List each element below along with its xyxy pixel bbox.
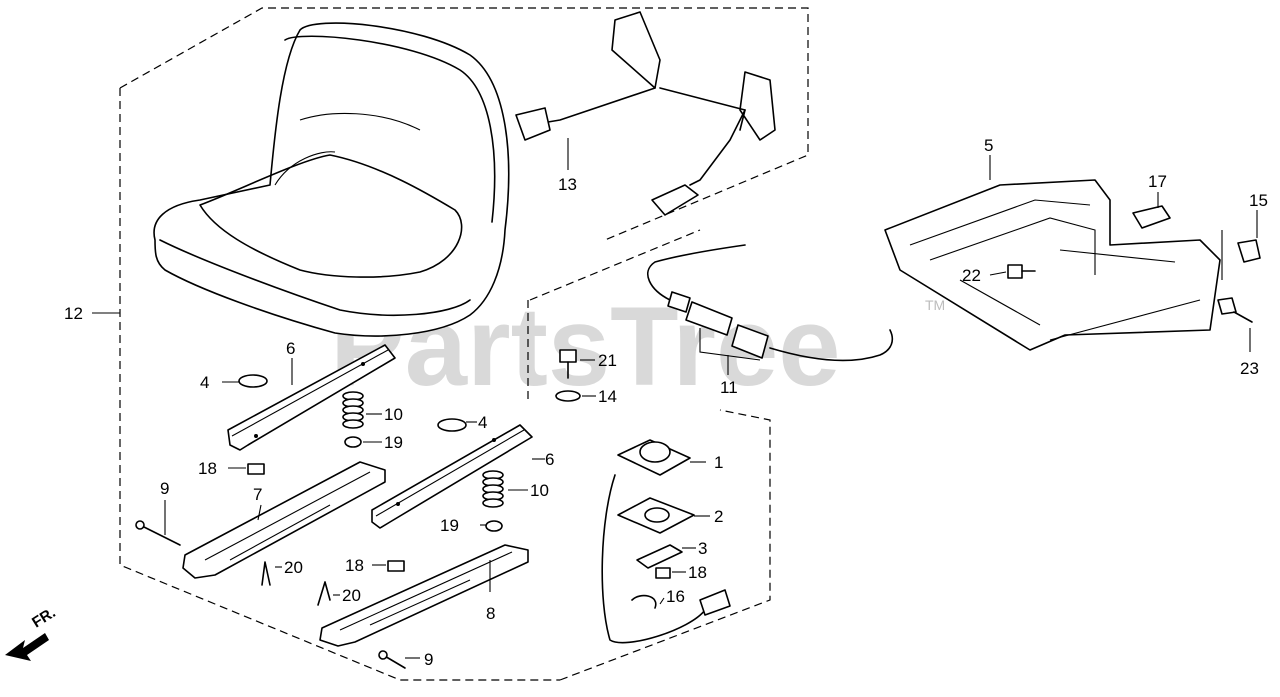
switch-wire [601, 474, 706, 644]
callout-19-lower: 19 [440, 516, 459, 535]
callout-5: 5 [984, 136, 993, 155]
seat-rail-lower [371, 424, 533, 529]
wire-harness [647, 244, 894, 362]
clip-20-right [317, 581, 331, 606]
nut-18-middle [387, 560, 405, 572]
callout-2: 2 [714, 507, 723, 526]
nut-19-right [485, 520, 503, 532]
callout-20-right: 20 [342, 586, 361, 605]
nut-19-left [344, 436, 362, 448]
callout-1: 1 [714, 453, 723, 472]
leader-lines [92, 138, 1258, 659]
switch-plate [617, 497, 695, 534]
callout-13: 13 [558, 175, 577, 194]
callout-4-right: 4 [478, 413, 487, 432]
seat-frame [884, 179, 1221, 351]
spring-left [342, 391, 364, 429]
switch-connector [699, 589, 731, 616]
front-arrow-icon [5, 633, 49, 661]
callout-4-left: 4 [200, 373, 209, 392]
washer-left [238, 374, 268, 388]
seat-switch [617, 439, 691, 476]
slide-rail-8 [319, 544, 529, 647]
seat-group-outline [119, 7, 809, 681]
callout-23: 23 [1240, 359, 1259, 378]
bolt-22 [1007, 264, 1023, 279]
callout-7: 7 [253, 485, 262, 504]
spring-right [482, 470, 504, 508]
callout-22: 22 [962, 266, 981, 285]
callout-15: 15 [1249, 191, 1268, 210]
clip-20-left [261, 561, 271, 586]
callout-17: 17 [1148, 172, 1167, 191]
pin-9-left [139, 524, 181, 546]
callout-3: 3 [698, 539, 707, 558]
callout-6-lower: 6 [545, 450, 554, 469]
callout-11: 11 [720, 378, 738, 397]
callout-19-upper: 19 [384, 433, 403, 452]
washer-right [437, 418, 467, 432]
callout-18-left: 18 [198, 459, 217, 478]
slide-rail-7 [182, 461, 386, 579]
front-indicator-label: FR. [29, 604, 59, 631]
callout-21: 21 [598, 351, 617, 370]
callout-10-upper: 10 [384, 405, 403, 424]
bolt-21 [559, 349, 577, 363]
callout-14: 14 [598, 387, 617, 406]
seat-switch-bracket [515, 11, 776, 216]
nut-18-left [247, 463, 265, 475]
callout-18-middle: 18 [345, 556, 364, 575]
callout-10-lower: 10 [530, 481, 549, 500]
callout-20-left: 20 [284, 558, 303, 577]
clip-15 [1237, 239, 1261, 263]
callout-18-switch: 18 [688, 563, 707, 582]
callout-16: 16 [666, 587, 685, 606]
seat-rail-upper [227, 344, 396, 451]
seat-shell [153, 22, 510, 337]
callout-12: 12 [64, 304, 83, 323]
trademark-text: TM [925, 297, 945, 313]
clamp-16 [631, 594, 657, 609]
callout-9-right: 9 [424, 650, 433, 669]
callout-6-upper: 6 [286, 339, 295, 358]
washer-14 [555, 390, 581, 402]
callout-8: 8 [486, 604, 495, 623]
callout-9-left: 9 [160, 479, 169, 498]
callout-labels: 1 2 3 4 4 5 6 6 7 8 9 9 10 10 11 12 13 1… [64, 136, 1268, 669]
clip-17 [1132, 205, 1171, 229]
switch-bracket-3 [636, 544, 683, 569]
bolt-23 [1217, 297, 1237, 315]
nut-18-switch [655, 567, 671, 579]
